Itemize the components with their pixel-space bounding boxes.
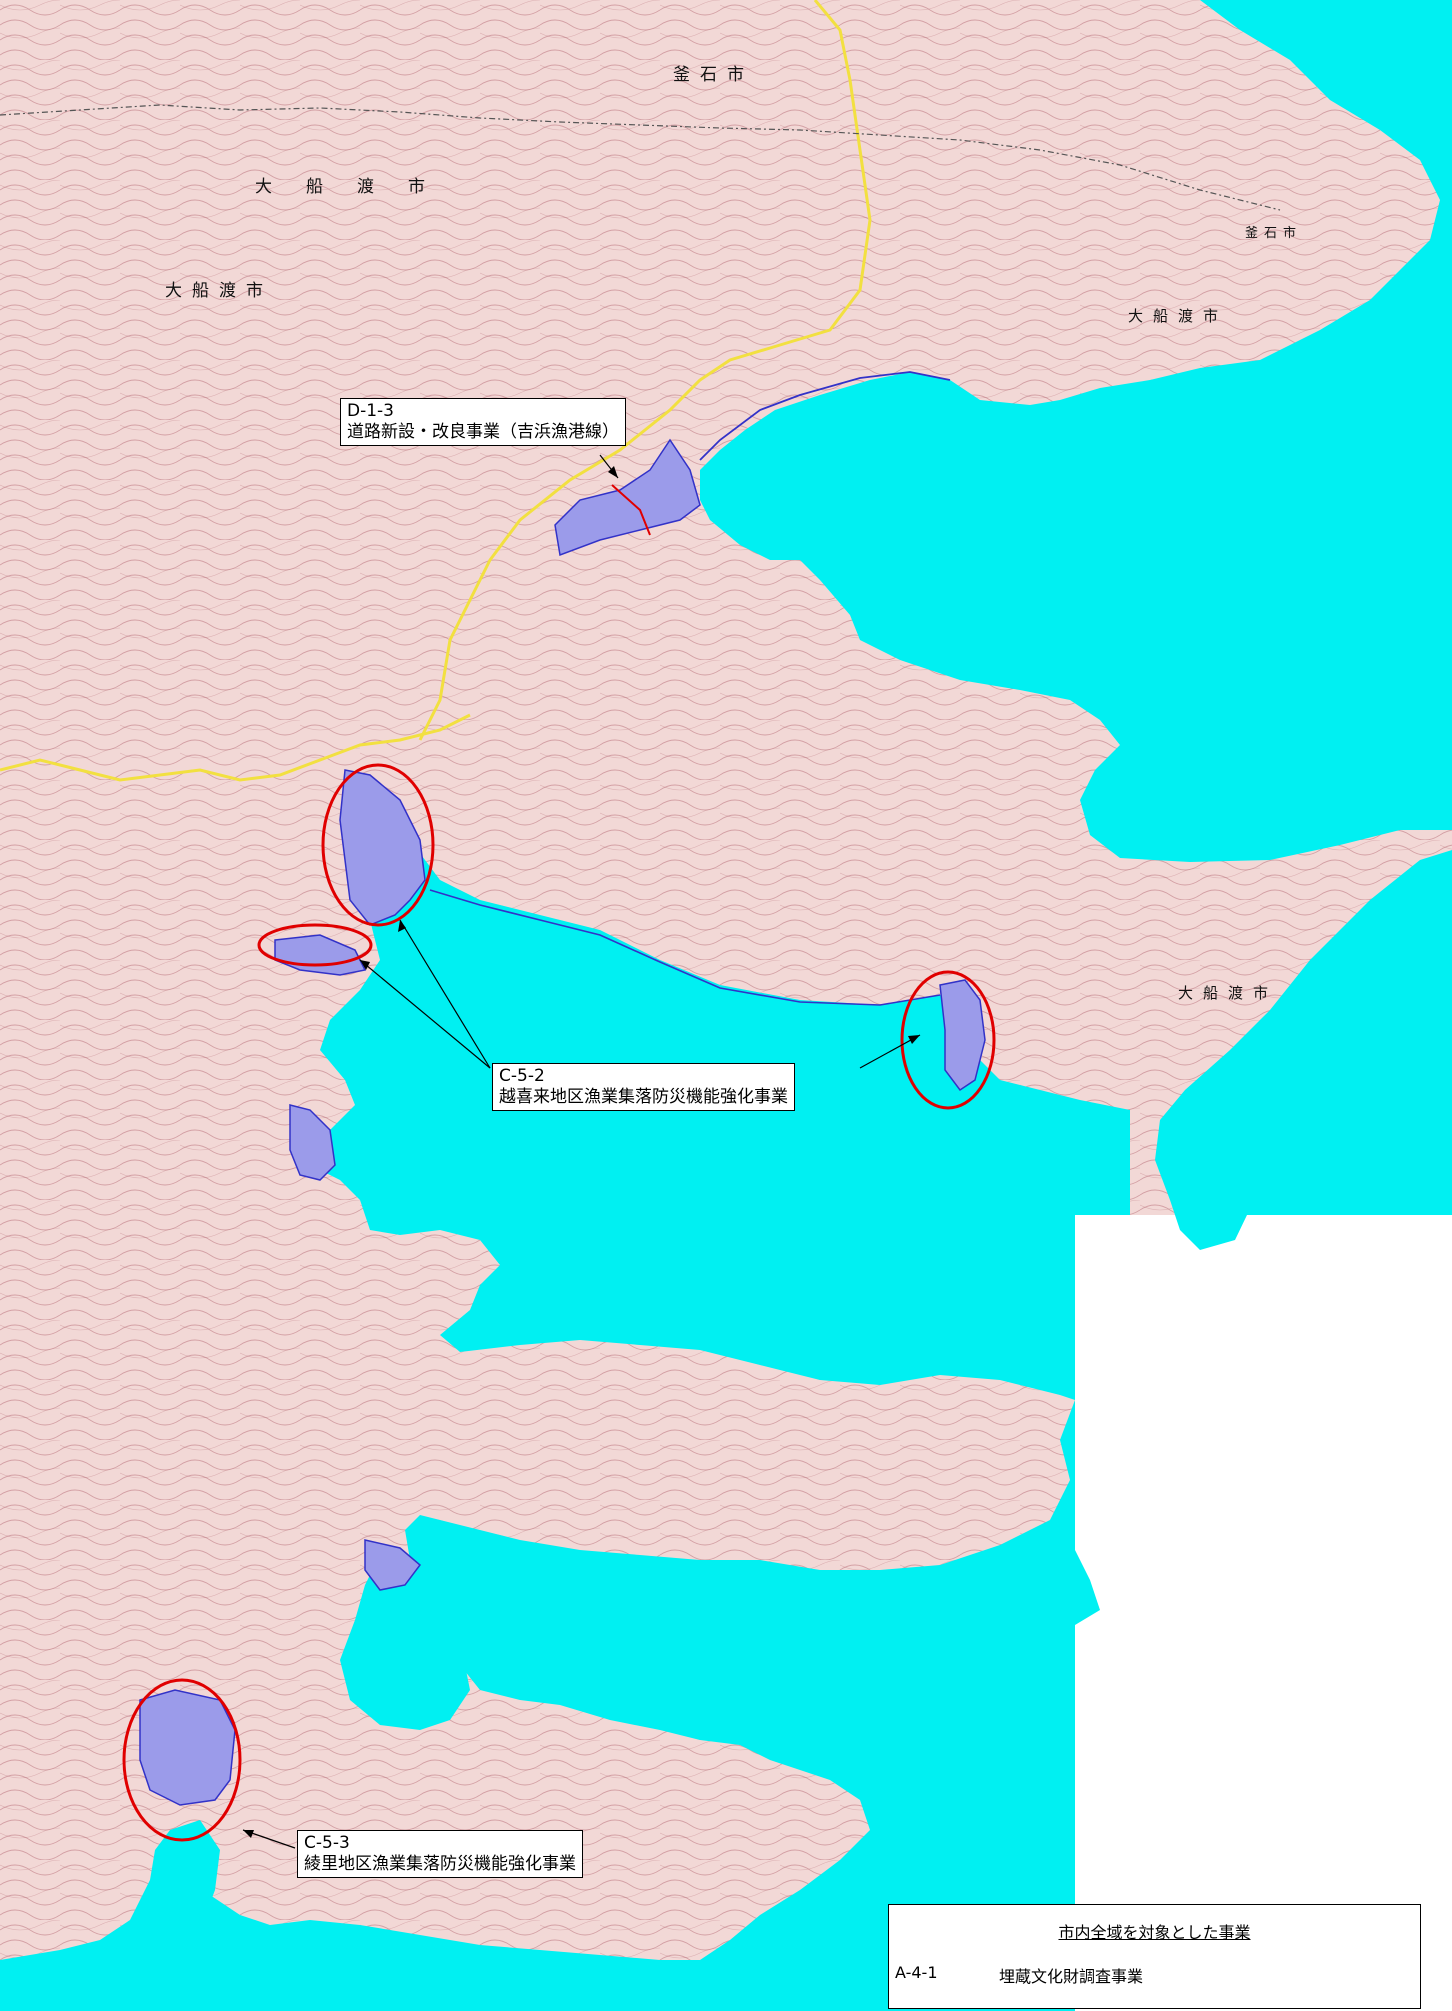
city-label-kamaishi-right: 釜石市 xyxy=(1245,226,1303,241)
legend-box: 市内全域を対象とした事業 A-4-1 埋蔵文化財調査事業 xyxy=(888,1904,1421,2009)
legend-code: A-4-1 xyxy=(895,1963,938,1982)
road-project-line xyxy=(611,484,651,536)
sea-northeast xyxy=(700,0,1452,1250)
city-label-ofunato-right: 大船渡市 xyxy=(1128,307,1229,325)
callout-code: D-1-3 xyxy=(347,401,394,421)
circle-okirai-north xyxy=(321,763,435,927)
circle-okirai-west xyxy=(257,923,373,967)
arrowhead-c-5-3 xyxy=(243,1830,254,1838)
project-area-ryori xyxy=(139,1689,236,1806)
callout-name: 越喜来地区漁業集落防災機能強化事業 xyxy=(499,1087,788,1107)
circle-ryori xyxy=(122,1678,242,1842)
arrowhead-c-5-2-b xyxy=(360,960,370,970)
callout-code: C-5-3 xyxy=(304,1833,350,1853)
arrowhead-d-1-3 xyxy=(608,466,618,478)
city-label-ofunato-east: 大船渡市 xyxy=(1178,984,1279,1002)
road-north xyxy=(418,0,872,741)
leader-c-5-2-b xyxy=(359,959,491,1069)
city-label-ofunato-top: 大船渡市 xyxy=(255,177,459,197)
callout-name: 道路新設・改良事業（吉浜漁港線） xyxy=(347,422,619,442)
city-label-ofunato-left: 大船渡市 xyxy=(165,281,273,301)
leader-c-5-2-c xyxy=(859,1034,921,1069)
callout-name: 綾里地区漁業集落防災機能強化事業 xyxy=(304,1854,576,1874)
circle-east-harbor xyxy=(900,970,996,1110)
project-area-ryori-east xyxy=(364,1539,422,1591)
coastline-north xyxy=(699,371,951,461)
sea-okirai-bay xyxy=(310,840,1130,1400)
arrowhead-c-5-2-a xyxy=(398,920,406,932)
project-area-okirai-north xyxy=(339,769,426,926)
project-area-west-coast xyxy=(289,1104,336,1181)
arrowhead-c-5-2-c xyxy=(908,1035,920,1044)
callout-d-1-3: D-1-3 道路新設・改良事業（吉浜漁港線） xyxy=(340,398,626,446)
legend-name: 埋蔵文化財調査事業 xyxy=(999,1967,1144,1986)
callout-c-5-3: C-5-3 綾里地区漁業集落防災機能強化事業 xyxy=(297,1830,583,1878)
municipal-boundary xyxy=(0,104,1281,211)
coastline-mid xyxy=(429,889,941,1006)
road-west xyxy=(0,713,471,782)
sea-south xyxy=(110,1400,1100,2011)
callout-code: C-5-2 xyxy=(499,1066,545,1086)
legend-title: 市内全域を対象とした事業 xyxy=(1058,1923,1251,1942)
leader-c-5-2-a xyxy=(399,919,491,1069)
city-label-kamaishi-top: 釜石市 xyxy=(673,65,754,85)
unmapped-area xyxy=(1075,1215,1452,2011)
sea-south-west-inlet xyxy=(0,1820,220,2011)
project-area-east-harbor xyxy=(939,979,986,1092)
callout-c-5-2: C-5-2 越喜来地区漁業集落防災機能強化事業 xyxy=(492,1063,795,1111)
sea-ryori-bay xyxy=(340,1555,470,1730)
